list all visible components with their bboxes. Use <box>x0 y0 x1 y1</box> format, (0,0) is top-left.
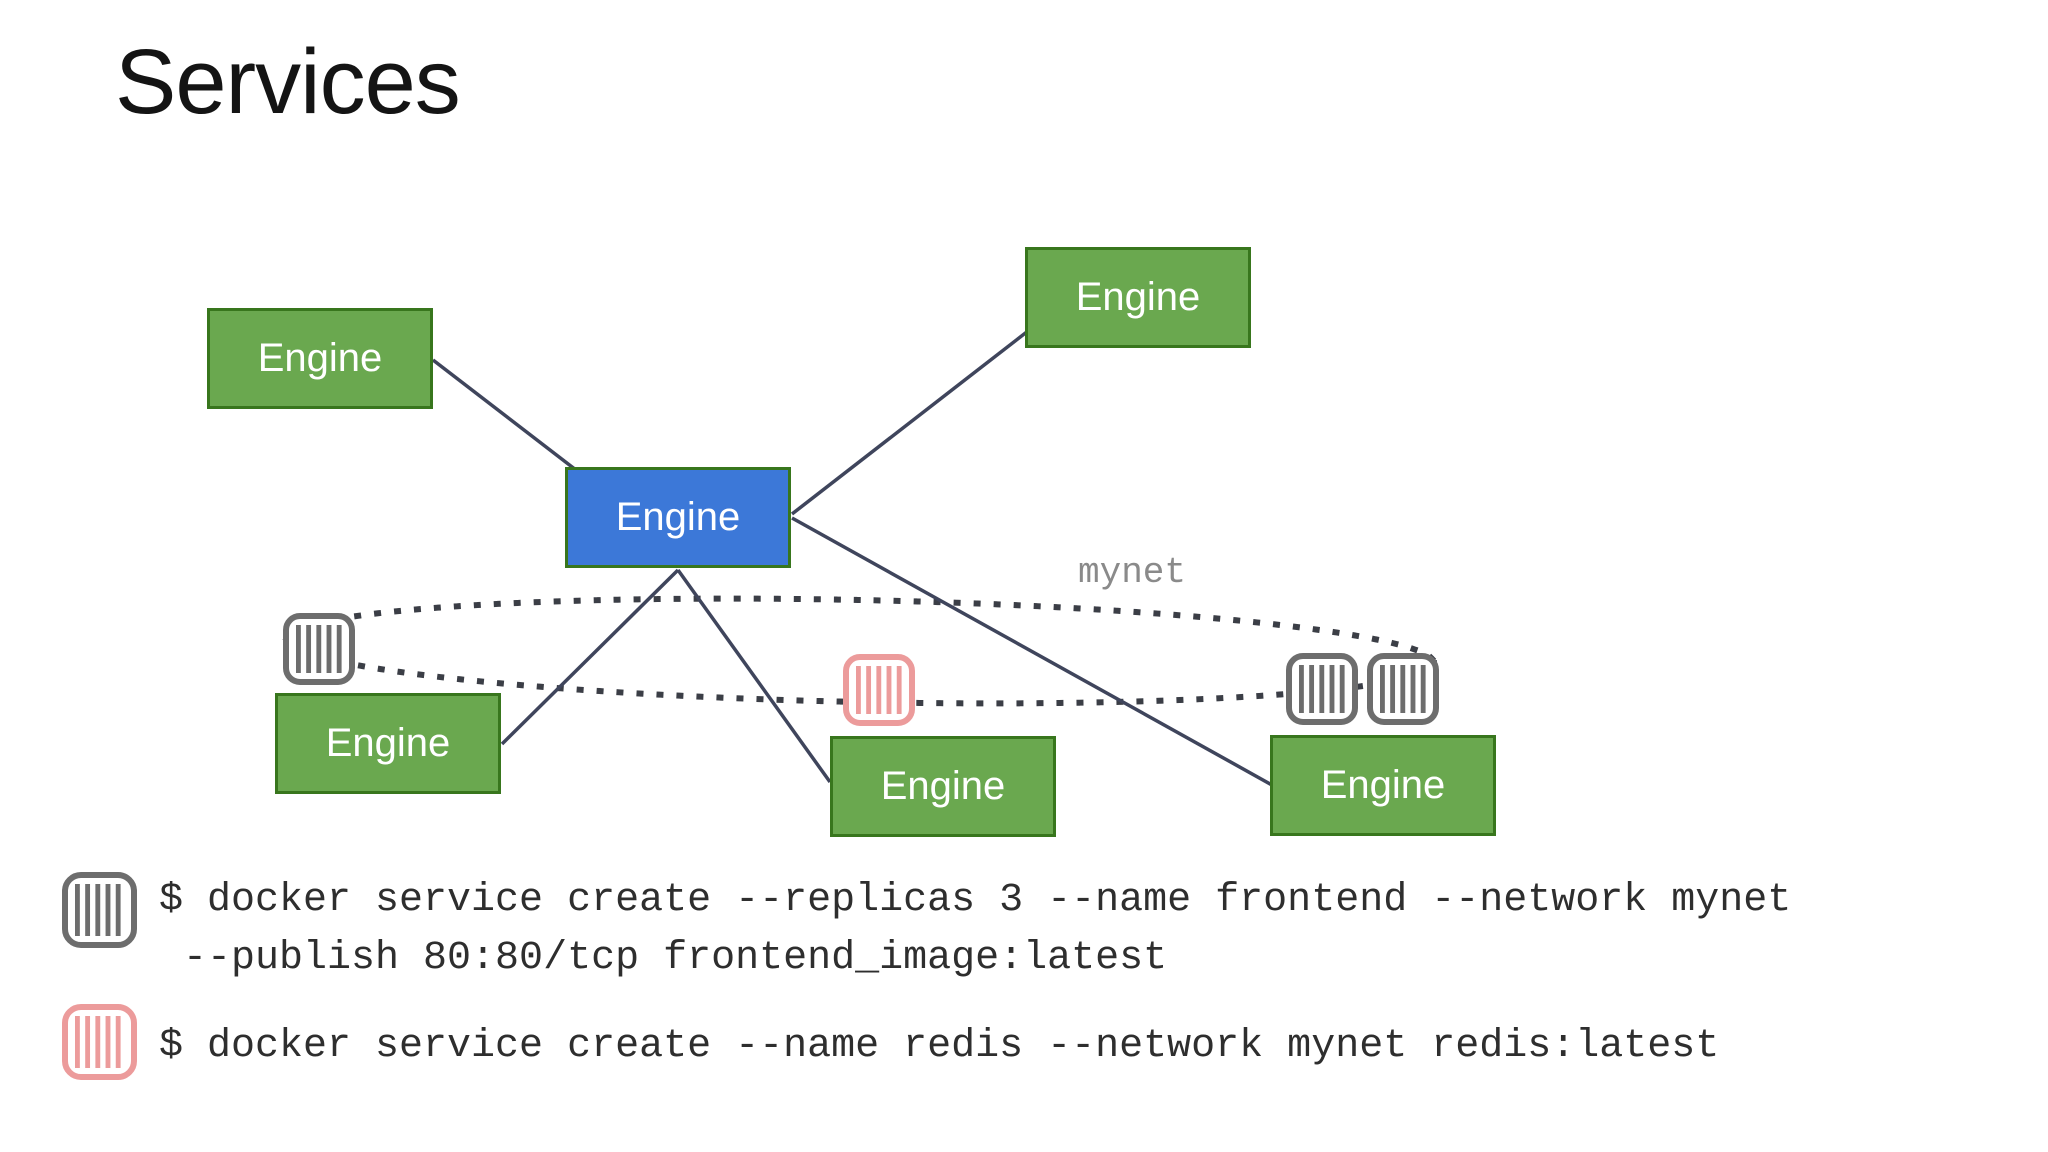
frontend-container-icon <box>283 613 355 685</box>
engine-node-bottom-middle: Engine <box>830 736 1056 837</box>
slide-title: Services <box>115 31 461 133</box>
engine-node-manager: Engine <box>565 467 791 568</box>
engine-node-label: Engine <box>1075 275 1201 319</box>
redis-container-icon <box>843 654 915 726</box>
connection-line-topleft-manager <box>431 358 578 472</box>
engine-node-top-left: Engine <box>207 308 433 409</box>
connection-line-manager-bottommiddle <box>676 568 832 784</box>
engine-node-label: Engine <box>257 336 383 380</box>
docker-command-frontend: $ docker service create --replicas 3 --n… <box>159 872 1791 988</box>
engine-node-bottom-right: Engine <box>1270 735 1496 836</box>
engine-node-top-right: Engine <box>1025 247 1251 348</box>
connection-line-manager-bottomleft <box>500 568 680 746</box>
command-row-redis: $ docker service create --name redis --n… <box>62 1004 1719 1080</box>
command-line: $ docker service create --name redis --n… <box>159 1024 1720 1069</box>
command-row-frontend: $ docker service create --replicas 3 --n… <box>62 872 1791 988</box>
connection-line-manager-topright <box>790 329 1030 516</box>
command-line: $ docker service create --replicas 3 --n… <box>159 878 1792 923</box>
frontend-container-icon <box>1367 653 1439 725</box>
connection-line-manager-bottomright <box>791 516 1273 787</box>
command-line: --publish 80:80/tcp frontend_image:lates… <box>159 936 1168 981</box>
redis-container-icon <box>62 1004 137 1080</box>
engine-node-label: Engine <box>325 721 451 765</box>
frontend-container-icon <box>62 872 137 948</box>
frontend-container-icon <box>1286 653 1358 725</box>
engine-node-label: Engine <box>880 764 1006 808</box>
engine-node-label: Engine <box>615 495 741 539</box>
network-label: mynet <box>1078 552 1187 593</box>
docker-command-redis: $ docker service create --name redis --n… <box>159 1018 1719 1076</box>
engine-node-bottom-left: Engine <box>275 693 501 794</box>
engine-node-label: Engine <box>1320 763 1446 807</box>
